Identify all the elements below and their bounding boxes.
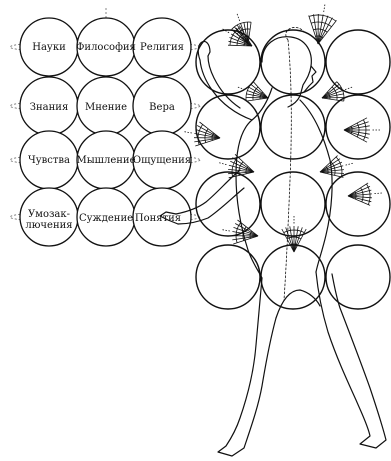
- body-circle-3: [325, 29, 391, 95]
- concept-label-umozaklyucheniya: Умозак-лючения: [25, 209, 72, 231]
- energy-fan-4: [321, 81, 353, 102]
- figure-pointing-hand: [159, 211, 179, 225]
- body-circle-10: [195, 244, 261, 310]
- energy-fan-6: [343, 117, 380, 143]
- figure-right-leg: [315, 271, 387, 449]
- concept-label-chuvstva: Чувства: [28, 155, 70, 166]
- energy-fans: [184, 4, 382, 253]
- body-circle-5: [260, 94, 326, 160]
- concept-label-vera: Вера: [149, 102, 175, 113]
- body-circle-9: [325, 171, 391, 237]
- concept-label-suzhdenie: Суждение: [79, 213, 133, 224]
- figure-lower-arm: [175, 169, 245, 225]
- concept-label-filosofiya: Философия: [76, 42, 136, 53]
- body-circle-11: [260, 244, 326, 310]
- concept-circle-3: [132, 17, 192, 77]
- body-circle-6: [325, 94, 391, 160]
- human-figure-illustration: [159, 27, 387, 457]
- concept-circles: [19, 17, 192, 247]
- energy-fan-9: [347, 182, 382, 206]
- body-circle-1: [195, 29, 261, 95]
- energy-fan-1: [308, 4, 337, 45]
- concept-label-ponyatiya: Понятия: [135, 213, 181, 224]
- figure-torso: [235, 87, 333, 279]
- row-guide-4: [9, 210, 201, 224]
- energy-fan-12: [231, 13, 252, 45]
- body-circle-2: [260, 29, 326, 95]
- concept-label-oshchushcheniya: Ощущения: [133, 155, 191, 166]
- energy-fan-3: [237, 81, 269, 102]
- figure-left-leg: [217, 277, 277, 457]
- energy-fan-11: [281, 216, 307, 253]
- figure-inner-legs: [275, 289, 321, 319]
- energy-fan-8: [319, 155, 353, 178]
- concept-label-myshlenie: Мышление: [76, 155, 135, 166]
- row-guide-3: [9, 153, 201, 167]
- row-guide-2: [9, 99, 201, 113]
- concept-label-religiya: Религия: [140, 42, 184, 53]
- figure-meridian: [283, 27, 305, 301]
- concept-labels: Науки Философия Религия Знания Мнение Ве…: [25, 42, 191, 231]
- figure-raised-arm: [199, 55, 253, 121]
- concept-label-znaniya: Знания: [30, 102, 69, 113]
- body-circle-4: [195, 94, 261, 160]
- figure-face: [303, 65, 317, 93]
- body-circle-12: [325, 244, 391, 310]
- concept-label-nauki: Науки: [32, 42, 66, 53]
- energy-fan-10: [222, 219, 259, 245]
- energy-fan-5: [184, 121, 221, 147]
- figure-raised-hand: [197, 40, 211, 61]
- body-circles: [195, 29, 391, 310]
- body-circle-8: [260, 171, 326, 237]
- body-circle-7: [195, 171, 261, 237]
- energy-fan-7: [219, 154, 255, 179]
- concept-label-mnenie: Мнение: [85, 102, 127, 113]
